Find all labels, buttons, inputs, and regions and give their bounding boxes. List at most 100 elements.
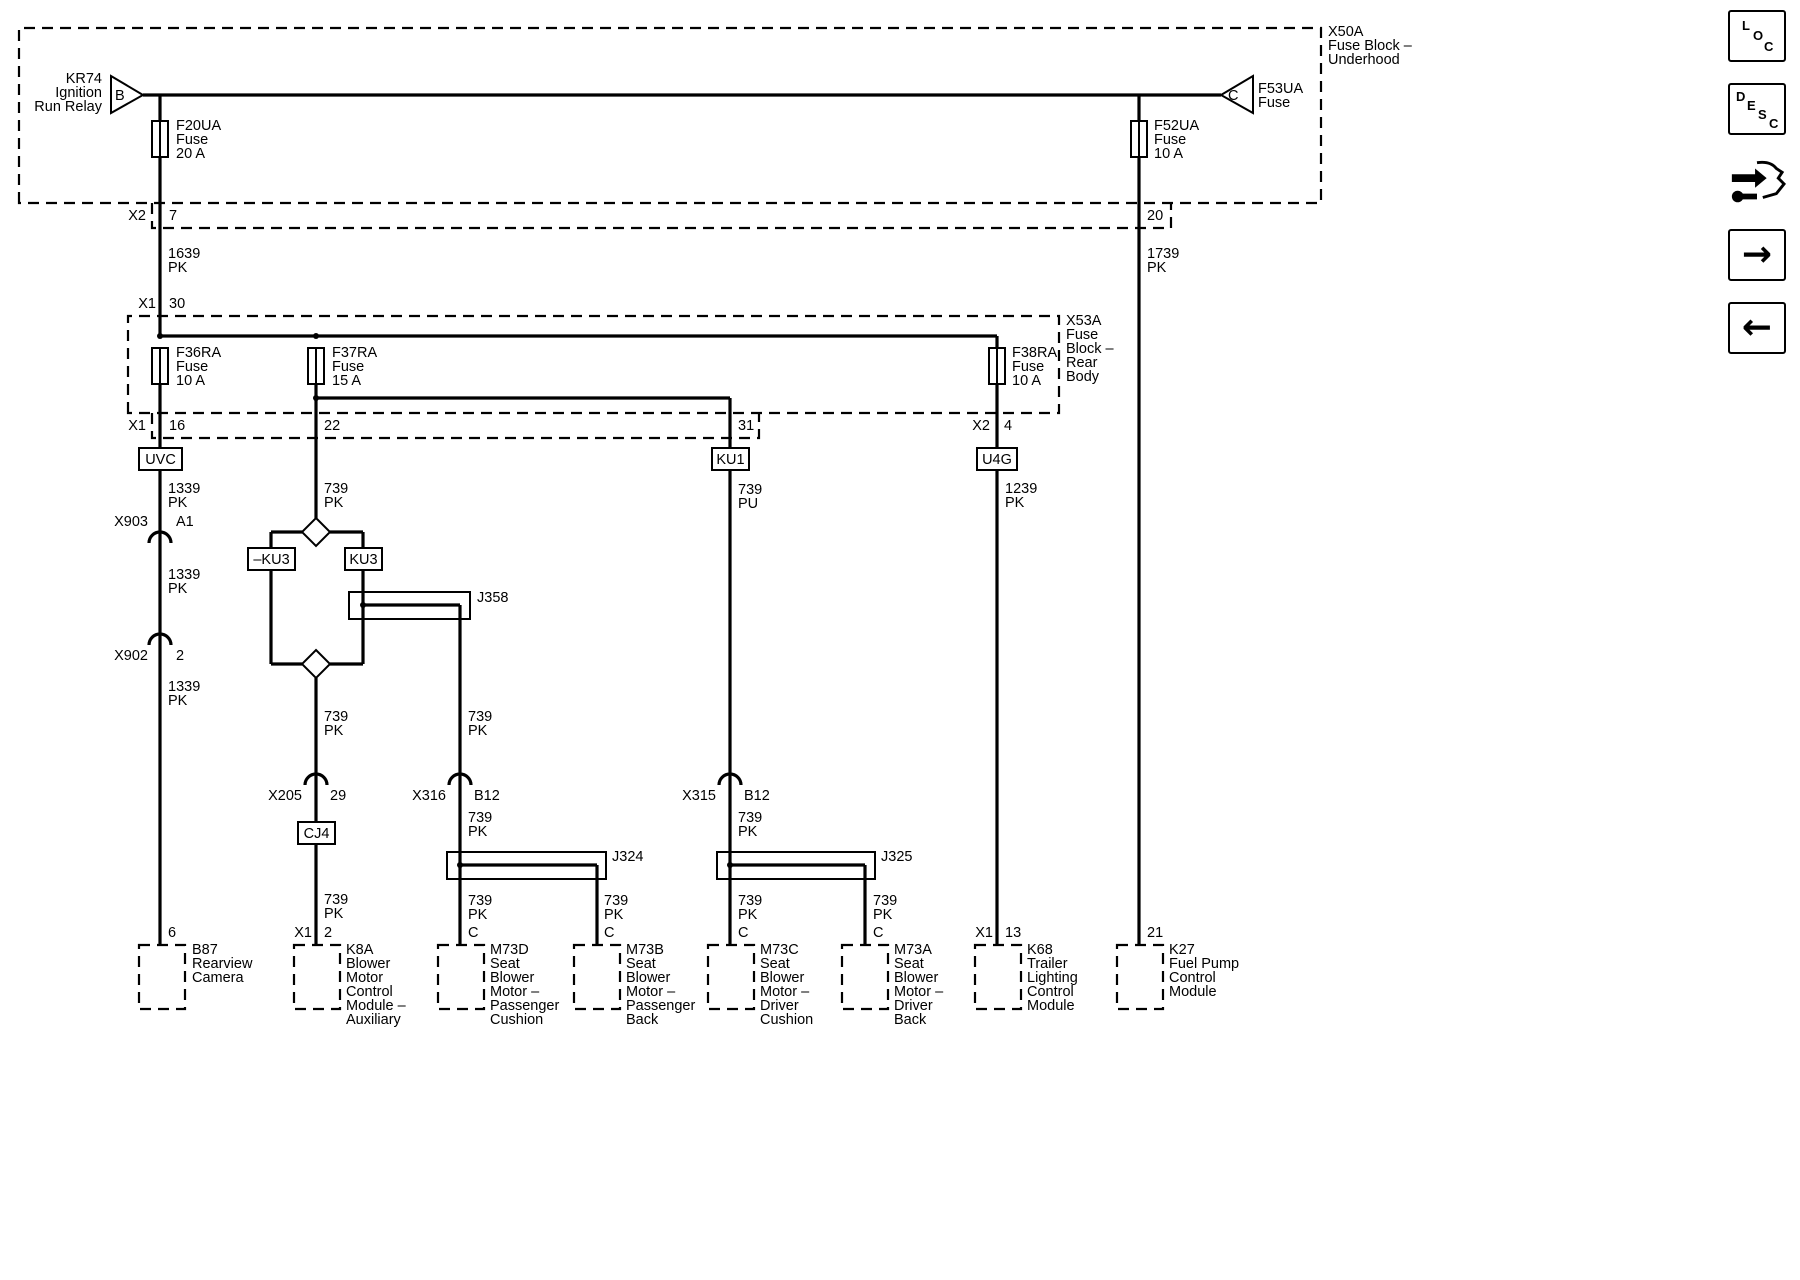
component-m73b-line: Passenger bbox=[626, 998, 695, 1014]
component-m73c-pin: C bbox=[738, 925, 748, 941]
component-k8a-line: Module – bbox=[346, 998, 407, 1014]
component-m73c: C M73C Seat Blower Motor – Driver Cushio… bbox=[706, 925, 813, 1028]
connector-x902-label: X902 bbox=[114, 648, 148, 664]
component-m73b-line: Back bbox=[626, 1012, 659, 1028]
desc-button[interactable]: D E S C bbox=[1728, 83, 1786, 135]
fuse-f20ua-type: Fuse bbox=[176, 132, 208, 148]
component-m73c-line: Seat bbox=[760, 956, 790, 972]
wire-1239-number: 1239 bbox=[1005, 481, 1037, 497]
relay-kr74-pin: B bbox=[115, 88, 125, 104]
component-k8a-pin: 2 bbox=[324, 925, 332, 941]
fuse-f52ua-name: F52UA bbox=[1154, 118, 1199, 134]
fuse-f38ra-name: F38RA bbox=[1012, 345, 1057, 361]
component-m73a-line: Seat bbox=[894, 956, 924, 972]
wire-739f-number: 739 bbox=[468, 893, 492, 909]
fuse-block-underhood-outline bbox=[17, 26, 1323, 205]
option-not-ku3-label: –KU3 bbox=[253, 552, 289, 568]
splice-dot bbox=[360, 602, 366, 608]
component-k68-line: K68 bbox=[1027, 942, 1053, 958]
component-b87-line: Camera bbox=[192, 970, 245, 986]
wire-739h-number: 739 bbox=[738, 810, 762, 826]
connector-pin-22: 22 bbox=[324, 418, 340, 434]
desc-icon-letter: C bbox=[1769, 116, 1779, 131]
fuse-block-rear-connector-outline bbox=[150, 413, 761, 440]
connector-x2-label: X2 bbox=[128, 208, 146, 224]
component-m73a-line: Motor – bbox=[894, 984, 944, 1000]
option-merge-diamond-bottom bbox=[300, 648, 332, 680]
component-m73d-line: Seat bbox=[490, 956, 520, 972]
wire-739d-number: 739 bbox=[324, 892, 348, 908]
fuse-block-rear-outline bbox=[126, 314, 1061, 415]
fuse-f53ua-name: F53UA bbox=[1258, 81, 1303, 97]
fuse-f53ua-terminal bbox=[1219, 74, 1254, 115]
wire-739pu-color: PU bbox=[738, 496, 758, 512]
wire-1739-number: 1739 bbox=[1147, 246, 1179, 262]
wire-739j-color: PK bbox=[873, 907, 893, 923]
splice-dot bbox=[457, 862, 463, 868]
block-x53a-line2: Block – bbox=[1066, 341, 1114, 357]
relay-kr74-line1: Ignition bbox=[55, 85, 102, 101]
relay-kr74-line2: Run Relay bbox=[34, 99, 102, 115]
component-m73b: C M73B Seat Blower Motor – Passenger Bac… bbox=[572, 925, 695, 1028]
component-k8a-line: Auxiliary bbox=[346, 1012, 402, 1028]
component-m73c-line: Motor – bbox=[760, 984, 810, 1000]
fuse-f52ua-type: Fuse bbox=[1154, 132, 1186, 148]
option-cj4-label: CJ4 bbox=[304, 826, 330, 842]
previous-page-button[interactable]: ← bbox=[1728, 302, 1786, 354]
component-k27: 21 K27 Fuel Pump Control Module bbox=[1115, 925, 1239, 1011]
splice-j358-label: J358 bbox=[477, 590, 508, 606]
loc-icon-letter: L bbox=[1742, 18, 1750, 33]
fuse-f20ua-rating: 20 A bbox=[176, 146, 205, 162]
component-k27-pin: 21 bbox=[1147, 925, 1163, 941]
fuse-f37ra-rating: 15 A bbox=[332, 373, 361, 389]
fuse-f53ua-pin: C bbox=[1228, 88, 1238, 104]
wire-1339a-color: PK bbox=[168, 495, 188, 511]
component-m73a-line: Driver bbox=[894, 998, 933, 1014]
wire-739c-number: 739 bbox=[468, 709, 492, 725]
fuse-block-underhood-connector-outline bbox=[150, 203, 1173, 230]
component-m73b-line: Motor – bbox=[626, 984, 676, 1000]
option-ku1-label: KU1 bbox=[716, 452, 744, 468]
next-page-button[interactable]: → bbox=[1728, 229, 1786, 281]
connector-x205-pin: 29 bbox=[330, 788, 346, 804]
fuse-f36ra-rating: 10 A bbox=[176, 373, 205, 389]
wire-1339b-color: PK bbox=[168, 581, 188, 597]
connector-x903-label: X903 bbox=[114, 514, 148, 530]
connector-x316-pin: B12 bbox=[474, 788, 500, 804]
option-split-diamond-top bbox=[300, 516, 332, 548]
connector-tool-button[interactable] bbox=[1728, 156, 1786, 208]
inline-connector-x316 bbox=[447, 772, 473, 786]
component-m73c-line: Cushion bbox=[760, 1012, 813, 1028]
option-uvc-label: UVC bbox=[145, 452, 176, 468]
connector-x2c-pin-4: 4 bbox=[1004, 418, 1012, 434]
component-m73d-line: Passenger bbox=[490, 998, 559, 1014]
relay-kr74-terminal bbox=[110, 74, 145, 115]
component-k68-line: Control bbox=[1027, 984, 1074, 1000]
previous-page-icon: ← bbox=[1741, 307, 1773, 348]
splice-dot bbox=[313, 395, 319, 401]
loc-icon: L O C bbox=[1732, 14, 1782, 58]
fuse-f36ra-name: F36RA bbox=[176, 345, 221, 361]
splice-j324-label: J324 bbox=[612, 849, 643, 865]
splice-pack-j325 bbox=[716, 851, 876, 880]
loc-button[interactable]: L O C bbox=[1728, 10, 1786, 62]
wire-739h-color: PK bbox=[738, 824, 758, 840]
inline-connector-x902 bbox=[147, 632, 173, 646]
inline-connector-x205 bbox=[303, 772, 329, 786]
wire-739i-number: 739 bbox=[738, 893, 762, 909]
component-m73d-line: Motor – bbox=[490, 984, 540, 1000]
block-x50a-line2: Underhood bbox=[1328, 52, 1400, 68]
component-k8a-line: Blower bbox=[346, 956, 390, 972]
component-m73d-line: M73D bbox=[490, 942, 529, 958]
component-m73c-line: M73C bbox=[760, 942, 799, 958]
connector-x2-pin-20: 20 bbox=[1147, 208, 1163, 224]
connector-x1-pin-30: 30 bbox=[169, 296, 185, 312]
component-m73a: C M73A Seat Blower Motor – Driver Back bbox=[840, 925, 944, 1028]
desc-icon: D E S C bbox=[1732, 87, 1782, 131]
option-u4g-label: U4G bbox=[982, 452, 1012, 468]
wire-739d-color: PK bbox=[324, 906, 344, 922]
wire-739b-color: PK bbox=[324, 723, 344, 739]
connector-x1-label: X1 bbox=[138, 296, 156, 312]
component-m73b-line: Seat bbox=[626, 956, 656, 972]
connector-tool-icon bbox=[1731, 160, 1786, 203]
